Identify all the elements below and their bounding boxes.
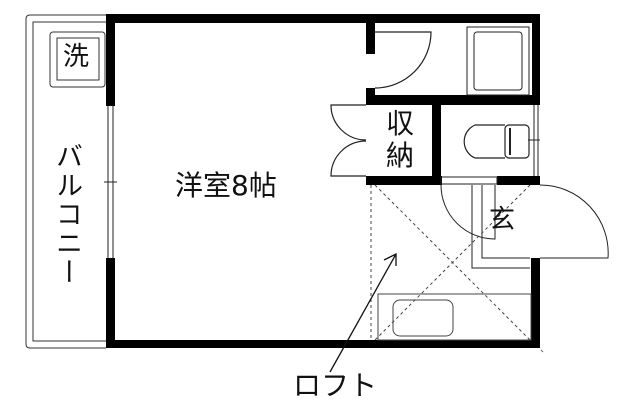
loft-outline <box>370 184 531 341</box>
washer-box <box>49 31 106 88</box>
walls <box>106 14 540 348</box>
window-right <box>528 105 540 176</box>
bathtub <box>466 26 530 96</box>
balcony-label: バルコニー <box>51 142 82 287</box>
balcony-outline <box>25 14 106 349</box>
loft-label: ロフト <box>293 369 378 402</box>
window-left <box>104 106 117 258</box>
entrance <box>440 176 609 269</box>
toilet <box>463 124 530 159</box>
kitchen-sink <box>377 293 532 341</box>
room-label-entrance: 玄 <box>489 205 516 235</box>
loft-arrow <box>329 252 397 373</box>
washer-label: 洗 <box>63 42 90 72</box>
bath-door <box>374 31 432 89</box>
storage-doors <box>330 104 367 177</box>
room-label-western: 洋室8帖 <box>175 169 277 202</box>
room-label-storage-1: 収 <box>386 107 415 140</box>
room-label-storage-2: 納 <box>386 139 415 172</box>
